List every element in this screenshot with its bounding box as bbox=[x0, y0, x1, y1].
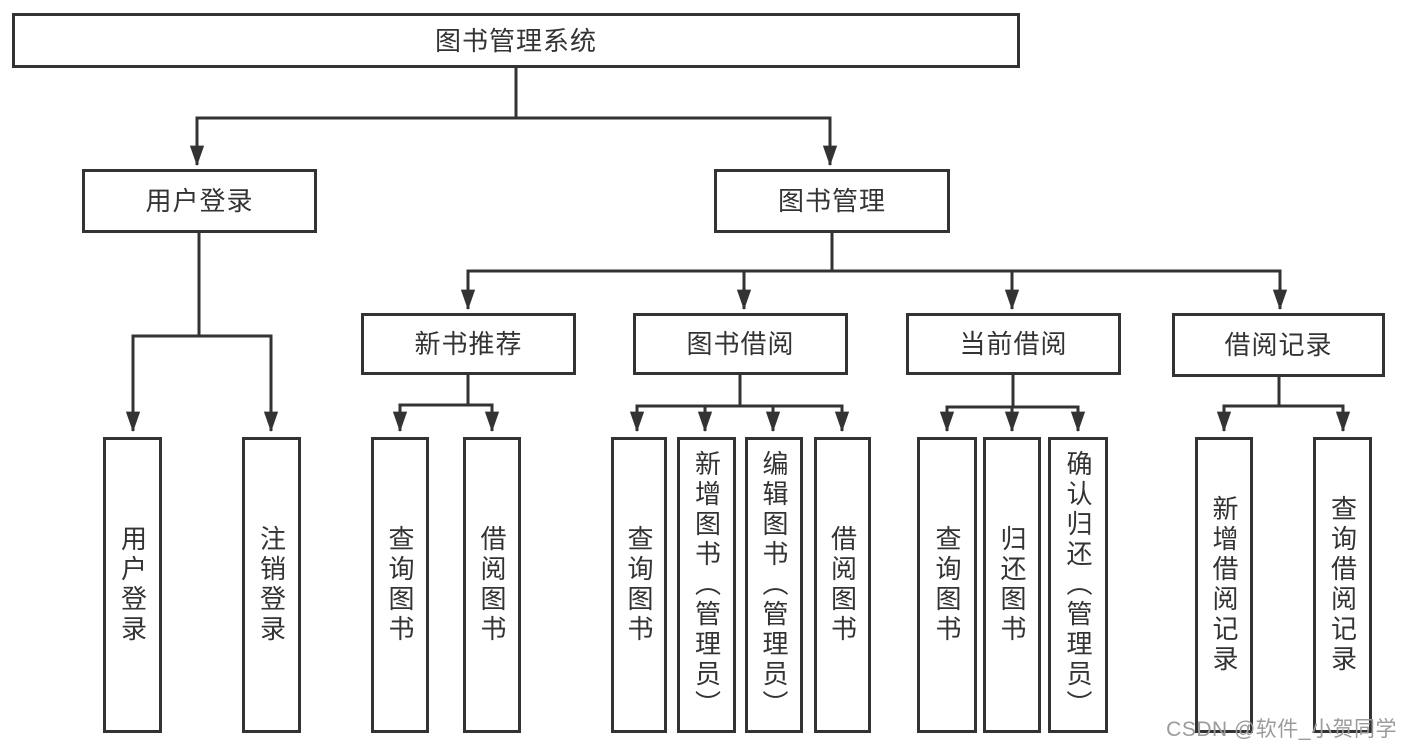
node-label: 新书推荐 bbox=[414, 329, 523, 359]
node-book-management: 图书管理 bbox=[714, 169, 950, 233]
node-book-borrowing: 图书借阅 bbox=[633, 313, 848, 375]
node-label: 查询图书 bbox=[385, 525, 415, 645]
leaf-logout-login: 注销登录 bbox=[242, 437, 301, 733]
leaf-records-add-record: 新增借阅记录 bbox=[1195, 437, 1253, 733]
node-label: 新增图书（管理员） bbox=[691, 450, 722, 720]
node-new-book-recommend: 新书推荐 bbox=[361, 313, 576, 375]
leaf-user-login: 用户登录 bbox=[103, 437, 162, 733]
node-label: 图书管理系统 bbox=[434, 25, 597, 56]
node-label: 借阅图书 bbox=[827, 525, 858, 645]
node-label: 查询借阅记录 bbox=[1327, 495, 1358, 675]
node-label: 图书管理 bbox=[777, 186, 886, 216]
node-borrowing-records: 借阅记录 bbox=[1172, 313, 1385, 377]
node-library-management-system: 图书管理系统 bbox=[12, 13, 1020, 68]
node-label: 借阅记录 bbox=[1224, 330, 1333, 360]
leaf-current-confirm-return-admin: 确认归还（管理员） bbox=[1048, 437, 1108, 733]
leaf-current-query-book: 查询图书 bbox=[917, 437, 977, 733]
node-label: 编辑图书（管理员） bbox=[759, 450, 789, 720]
node-label: 用户登录 bbox=[117, 525, 148, 645]
node-label: 归还图书 bbox=[997, 525, 1027, 645]
leaf-borrowing-borrow-book: 借阅图书 bbox=[814, 437, 871, 733]
node-label: 用户登录 bbox=[145, 186, 254, 216]
leaf-recommend-borrow-book: 借阅图书 bbox=[463, 437, 521, 733]
node-user-login: 用户登录 bbox=[82, 169, 317, 233]
leaf-borrowing-edit-book-admin: 编辑图书（管理员） bbox=[745, 437, 803, 733]
node-label: 新增借阅记录 bbox=[1209, 495, 1239, 675]
csdn-watermark: CSDN @软件_小贺同学 bbox=[1166, 718, 1397, 741]
node-label: 注销登录 bbox=[256, 525, 287, 645]
node-label: 查询图书 bbox=[932, 525, 962, 645]
leaf-borrowing-query-book: 查询图书 bbox=[611, 437, 667, 733]
node-label: 图书借阅 bbox=[686, 329, 795, 359]
leaf-recommend-query-book: 查询图书 bbox=[371, 437, 429, 733]
node-label: 查询图书 bbox=[624, 525, 654, 645]
leaf-borrowing-add-book-admin: 新增图书（管理员） bbox=[677, 437, 736, 733]
node-label: 确认归还（管理员） bbox=[1063, 450, 1093, 720]
node-label: 当前借阅 bbox=[959, 329, 1068, 359]
node-current-borrowing: 当前借阅 bbox=[906, 313, 1121, 375]
leaf-current-return-book: 归还图书 bbox=[983, 437, 1041, 733]
leaf-records-query-record: 查询借阅记录 bbox=[1313, 437, 1372, 733]
node-label: 借阅图书 bbox=[477, 525, 507, 645]
